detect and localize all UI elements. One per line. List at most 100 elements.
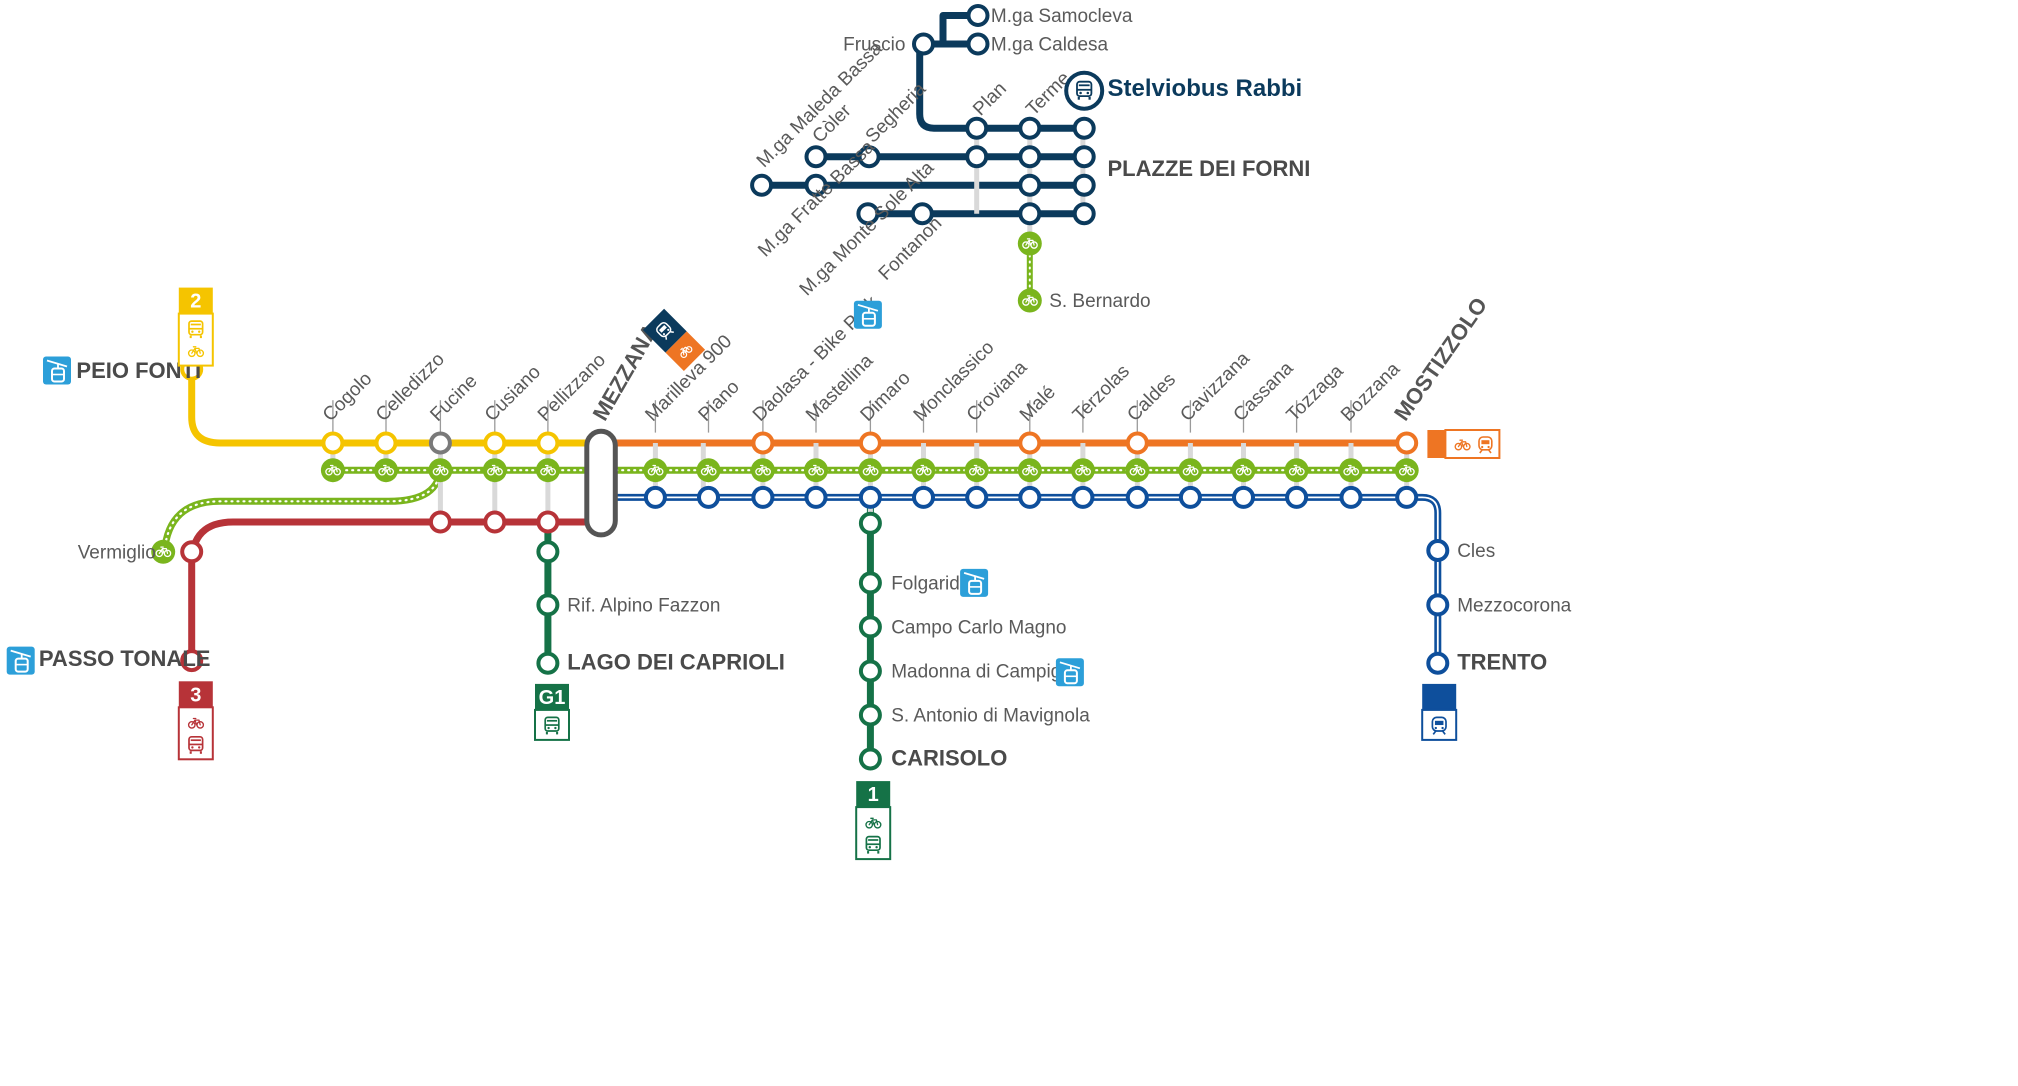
bike-station-mastellina[interactable] — [804, 458, 828, 483]
rabbi-station[interactable] — [1018, 116, 1042, 140]
station-g1-junction[interactable] — [536, 540, 560, 564]
blue-station-croviana[interactable] — [965, 485, 989, 509]
red-station[interactable] — [428, 510, 452, 534]
station-pellizzano[interactable] — [536, 431, 560, 455]
blue-station-dimaro[interactable] — [858, 485, 882, 509]
line1-station-2[interactable] — [858, 615, 882, 639]
rabbi-station[interactable] — [1018, 145, 1042, 169]
rabbi-station[interactable] — [750, 173, 774, 197]
bike-station-tozzaga[interactable] — [1284, 458, 1309, 483]
rabbi-station[interactable] — [804, 173, 828, 197]
terminal-trento: TRENTO — [1457, 650, 1547, 675]
bike-station-daolasa-bike-park[interactable] — [750, 458, 775, 483]
station-cusiano[interactable] — [483, 431, 507, 455]
station-celledizzo[interactable] — [374, 431, 398, 455]
bike-station-bozzana[interactable] — [1339, 458, 1363, 483]
rabbi-station[interactable] — [965, 145, 989, 169]
station-label-caldesa: M.ga Caldesa — [991, 35, 1109, 56]
station-mostizzolo[interactable] — [1395, 431, 1419, 455]
station-caldes[interactable] — [1125, 431, 1149, 455]
bike-station-fucine[interactable] — [428, 458, 453, 483]
station-passo-tonale-junction[interactable] — [180, 540, 204, 564]
blue-station-mostizzolo[interactable] — [1395, 485, 1419, 509]
red-station[interactable] — [483, 510, 507, 534]
line1-station-3[interactable] — [858, 659, 882, 683]
blue-station-1[interactable] — [1426, 593, 1450, 617]
blue-station-mal[interactable] — [1018, 485, 1042, 509]
blue-station-mastellina[interactable] — [804, 485, 828, 509]
station-caldesa[interactable] — [966, 32, 990, 56]
trento-train-badge — [1421, 683, 1458, 741]
station-samocleva[interactable] — [966, 4, 990, 27]
rabbi-trunk-path — [916, 41, 1088, 132]
bike-station-terzolas[interactable] — [1070, 458, 1095, 483]
rabbi-station[interactable] — [910, 202, 934, 226]
bike-station-s-bernardo[interactable] — [1017, 288, 1042, 313]
station-lago-dei-caprioli[interactable] — [536, 651, 560, 675]
bike-station-mostizzolo[interactable] — [1394, 458, 1419, 483]
station-rif-alpino-fazzon[interactable] — [536, 593, 560, 617]
mezzana-transfer-badge — [642, 308, 706, 371]
station-label-cogolo: Cogolo — [319, 368, 376, 425]
line1-station-0[interactable] — [858, 511, 882, 535]
bike-station-cusiano[interactable] — [482, 458, 507, 483]
blue-station-0[interactable] — [1426, 539, 1450, 562]
bike-station-piano[interactable] — [696, 458, 721, 483]
station-label-plan: Plan — [969, 78, 1011, 120]
blue-station-monclassico[interactable] — [912, 485, 935, 509]
blue-station-cavizzana[interactable] — [1178, 485, 1202, 509]
rabbi-station[interactable] — [1072, 116, 1096, 140]
bike-station-dimaro[interactable] — [858, 458, 883, 483]
line1-station-4[interactable] — [858, 703, 882, 727]
rabbi-station[interactable] — [1018, 202, 1042, 226]
station-dimaro[interactable] — [858, 431, 882, 455]
blue-station-daolasa-bike-park[interactable] — [751, 485, 775, 509]
bike-station-monclassico[interactable] — [911, 458, 936, 483]
bike-station-vermiglio[interactable] — [151, 539, 176, 564]
line1-station-5[interactable] — [858, 747, 882, 771]
blue-station-cassana[interactable] — [1232, 485, 1255, 509]
station-passo-tonale[interactable] — [180, 649, 204, 673]
bike-station-cogolo[interactable] — [320, 458, 345, 483]
bike-station-mal[interactable] — [1017, 458, 1042, 483]
blue-station-caldes[interactable] — [1125, 485, 1149, 509]
bike-station-cavizzana[interactable] — [1178, 458, 1203, 483]
rabbi-bus-icon — [1064, 70, 1105, 111]
station-label-samocleva: M.ga Samocleva — [991, 6, 1133, 27]
blue-station-marilleva-900[interactable] — [643, 485, 667, 509]
rabbi-station[interactable] — [1072, 173, 1096, 197]
blue-station-piano[interactable] — [697, 485, 720, 509]
station-daolasa-bike-park[interactable] — [751, 431, 775, 455]
bike-station-pellizzano[interactable] — [535, 458, 560, 483]
bike-station-marilleva-900[interactable] — [643, 458, 668, 483]
blue-station-terzolas[interactable] — [1071, 485, 1095, 509]
bike-station-terme[interactable] — [1017, 231, 1042, 256]
station-fucine[interactable] — [428, 431, 452, 455]
rabbi-station[interactable] — [1018, 173, 1042, 197]
line1-station-1[interactable] — [858, 571, 882, 595]
rabbi-station[interactable] — [857, 145, 881, 169]
rabbi-station[interactable] — [856, 202, 880, 226]
bike-station-croviana[interactable] — [964, 458, 989, 483]
station-label-s-antonio-di-mavignola: S. Antonio di Mavignola — [891, 706, 1090, 727]
bike-station-caldes[interactable] — [1125, 458, 1150, 483]
line-3-badge: 3 — [177, 681, 214, 761]
blue-station-bozzana[interactable] — [1339, 485, 1363, 509]
blue-station-tozzaga[interactable] — [1285, 485, 1309, 509]
rabbi-station[interactable] — [1072, 145, 1096, 169]
station-fruscio[interactable] — [912, 32, 935, 56]
mostizzolo-transfer-badge — [1427, 429, 1501, 459]
rabbi-station[interactable] — [965, 116, 989, 140]
bike-station-cassana[interactable] — [1231, 458, 1256, 483]
blue-station-2[interactable] — [1426, 651, 1450, 675]
station-label-cusiano: Cusiano — [481, 362, 545, 426]
rabbi-station[interactable] — [1072, 202, 1096, 226]
station-cogolo[interactable] — [321, 431, 345, 455]
line-badge-number: G1 — [539, 687, 566, 709]
mezzana-hub[interactable] — [584, 428, 618, 538]
rabbi-station[interactable] — [804, 145, 828, 169]
station-mal[interactable] — [1018, 431, 1042, 455]
bike-station-celledizzo[interactable] — [374, 458, 398, 483]
rabbi-title: Stelviobus Rabbi — [1108, 75, 1303, 102]
red-station[interactable] — [536, 510, 560, 534]
